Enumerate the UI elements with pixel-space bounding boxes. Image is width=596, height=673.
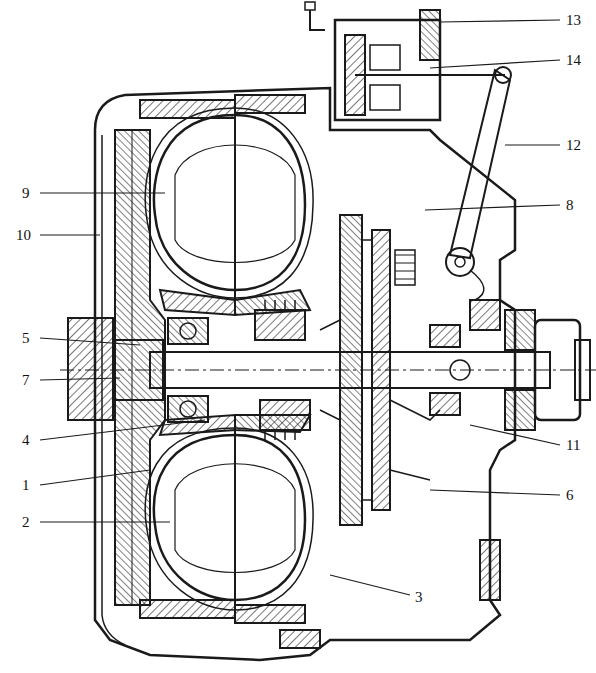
output-end	[430, 310, 590, 430]
callout-number: 9	[20, 186, 32, 201]
callout-number: 6	[564, 488, 576, 503]
housing	[95, 88, 515, 660]
callout-number: 3	[413, 590, 425, 605]
callout-number: 1	[20, 478, 32, 493]
lever	[446, 67, 511, 300]
torus-upper	[140, 95, 313, 315]
callout-number: 2	[20, 515, 32, 530]
clutch	[320, 215, 440, 525]
callout-number: 5	[20, 331, 32, 346]
callout-number: 4	[20, 433, 32, 448]
leader-lines	[40, 20, 560, 595]
callout-number: 12	[564, 138, 583, 153]
servo-cylinder	[305, 2, 505, 120]
callout-number: 14	[564, 53, 583, 68]
torus-lower	[140, 415, 313, 623]
callout-number: 8	[564, 198, 576, 213]
callout-number: 10	[14, 228, 33, 243]
callout-number: 11	[564, 438, 582, 453]
callout-number: 13	[564, 13, 583, 28]
shaft	[60, 300, 596, 440]
callout-number: 7	[20, 373, 32, 388]
